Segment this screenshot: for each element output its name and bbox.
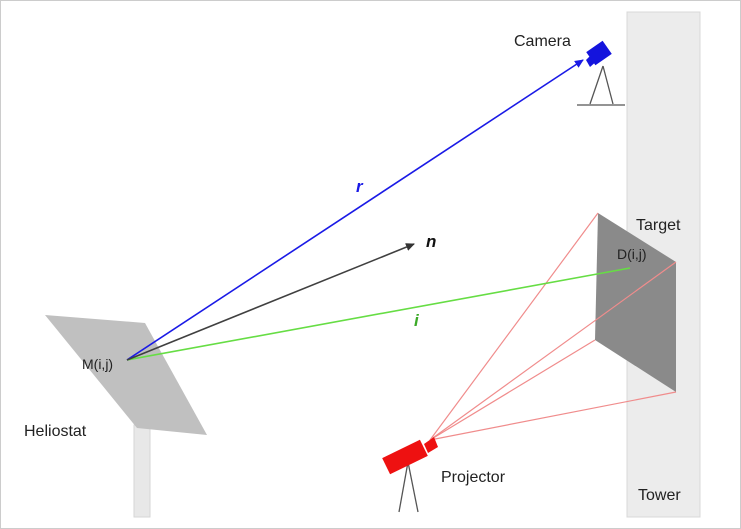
reflected-vector-label: r — [356, 177, 364, 196]
camera-label: Camera — [514, 33, 571, 50]
heliostat-label: Heliostat — [24, 423, 87, 440]
projector-tripod — [398, 461, 419, 513]
target-point-label: D(i,j) — [617, 246, 647, 262]
target-panel — [595, 213, 676, 392]
reflected-vector — [126, 59, 584, 361]
tower-label: Tower — [638, 487, 681, 504]
projector-body — [382, 437, 438, 475]
normal-vector-label: n — [426, 232, 436, 251]
heliostat-panel — [45, 315, 207, 435]
normal-vector — [126, 243, 415, 361]
target-label: Target — [636, 217, 681, 234]
incident-vector — [126, 267, 631, 361]
mirror-point-label: M(i,j) — [82, 356, 113, 372]
camera-body — [586, 40, 612, 67]
incident-vector-label: i — [414, 311, 420, 330]
projector-rays — [429, 212, 677, 441]
camera-tripod — [577, 65, 625, 106]
heliostat-pole — [133, 424, 151, 518]
projector-label: Projector — [441, 469, 506, 486]
